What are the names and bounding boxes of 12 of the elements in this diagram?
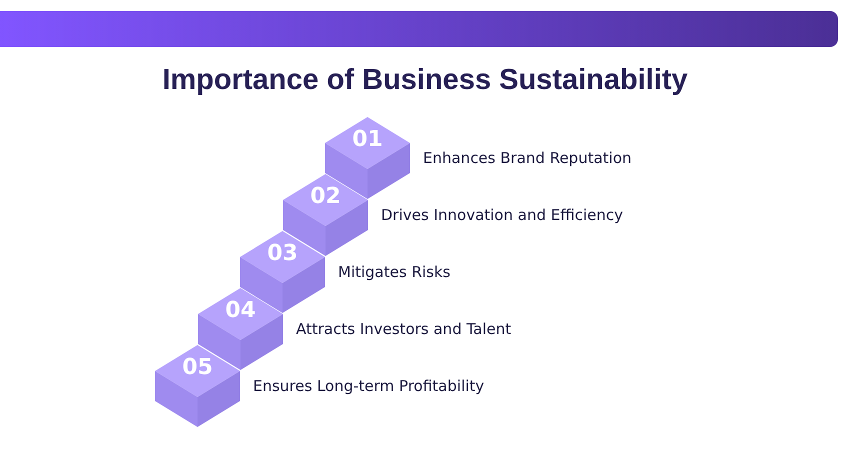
cube-step — [155, 345, 240, 427]
step-number: 04 — [225, 300, 256, 322]
step-number: 02 — [310, 186, 341, 208]
title: Importance of Business Sustainability — [162, 64, 688, 96]
step-number: 05 — [182, 357, 213, 379]
step-number: 01 — [352, 129, 383, 151]
step-label: Drives Innovation and Efficiency — [381, 206, 623, 224]
step-label: Ensures Long-term Profitability — [253, 377, 484, 395]
step-number: 03 — [267, 243, 298, 265]
step-label: Enhances Brand Reputation — [423, 149, 632, 167]
step-label: Attracts Investors and Talent — [296, 320, 512, 338]
step-label: Mitigates Risks — [338, 263, 450, 281]
